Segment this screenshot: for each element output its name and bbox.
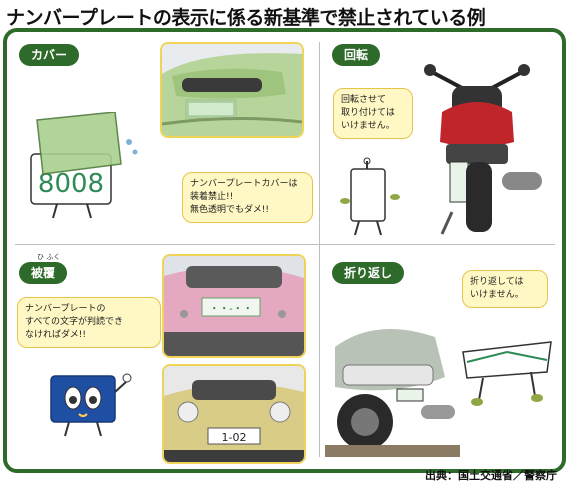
rotation-speech-bubble: 回転させて 取り付けては いけません。 [333, 88, 413, 139]
rotation-bubble-line-3: いけません。 [341, 121, 395, 131]
folding-speech-bubble: 折り返しては いけません。 [462, 270, 548, 308]
section-label-cover: カバー [19, 44, 80, 66]
folding-scooter [325, 317, 460, 461]
covering-ruby: ひ ふく [37, 253, 61, 261]
covering-bubble-line-1: ナンバープレートの [25, 304, 106, 314]
cover-car-photo [160, 42, 304, 138]
cover-plate-number: 8008 [38, 169, 104, 199]
rotation-bubble-line-1: 回転させて [341, 95, 387, 105]
rotation-bubble-line-2: 取り付けては [341, 108, 395, 118]
covering-car-photo-bottom: 1-02 [162, 364, 306, 464]
vertical-divider [319, 42, 320, 457]
section-label-covering: 被覆 [19, 262, 68, 284]
covering-car-photo-top: ・・-・・ [162, 254, 306, 358]
horizontal-divider [15, 244, 555, 245]
section-label-rotation: 回転 [332, 44, 381, 66]
covering-bubble-line-2: すべての文字が判読でき [25, 317, 124, 327]
covering-plate-character [43, 372, 133, 446]
source-credit: 出典：国土交通省／警察庁 [425, 469, 557, 482]
section-label-folding: 折り返し [332, 262, 405, 284]
rotation-plate-character [337, 157, 407, 246]
cover-speech-bubble: ナンバープレートカバーは 装着禁止!! 無色透明でもダメ!! [182, 172, 313, 223]
cover-plate-character: 8008 [17, 111, 147, 226]
covering-bubble-line-3: なければダメ!! [25, 330, 86, 340]
folding-bubble-line-1: 折り返しては [470, 277, 524, 287]
covering-speech-bubble: ナンバープレートの すべての文字が判読でき なければダメ!! [17, 297, 161, 348]
folding-plate-character [457, 332, 557, 416]
rotation-motorcycle [402, 52, 552, 241]
cover-bubble-line-1: ナンバープレートカバーは [190, 179, 298, 189]
svg-text:・・-・・: ・・-・・ [209, 304, 253, 315]
page-title: ナンバープレートの表示に係る新基準で禁止されている例 [6, 7, 486, 29]
cover-bubble-line-2: 装着禁止!! [190, 192, 234, 202]
content-frame: カバー 8008 ナンバープレートカバーは 装着禁止!! 無色透明でもダメ!! … [3, 28, 566, 473]
folding-bubble-line-2: いけません。 [470, 290, 524, 300]
covering-plate-number: 1-02 [222, 431, 247, 444]
cover-bubble-line-3: 無色透明でもダメ!! [190, 205, 269, 215]
